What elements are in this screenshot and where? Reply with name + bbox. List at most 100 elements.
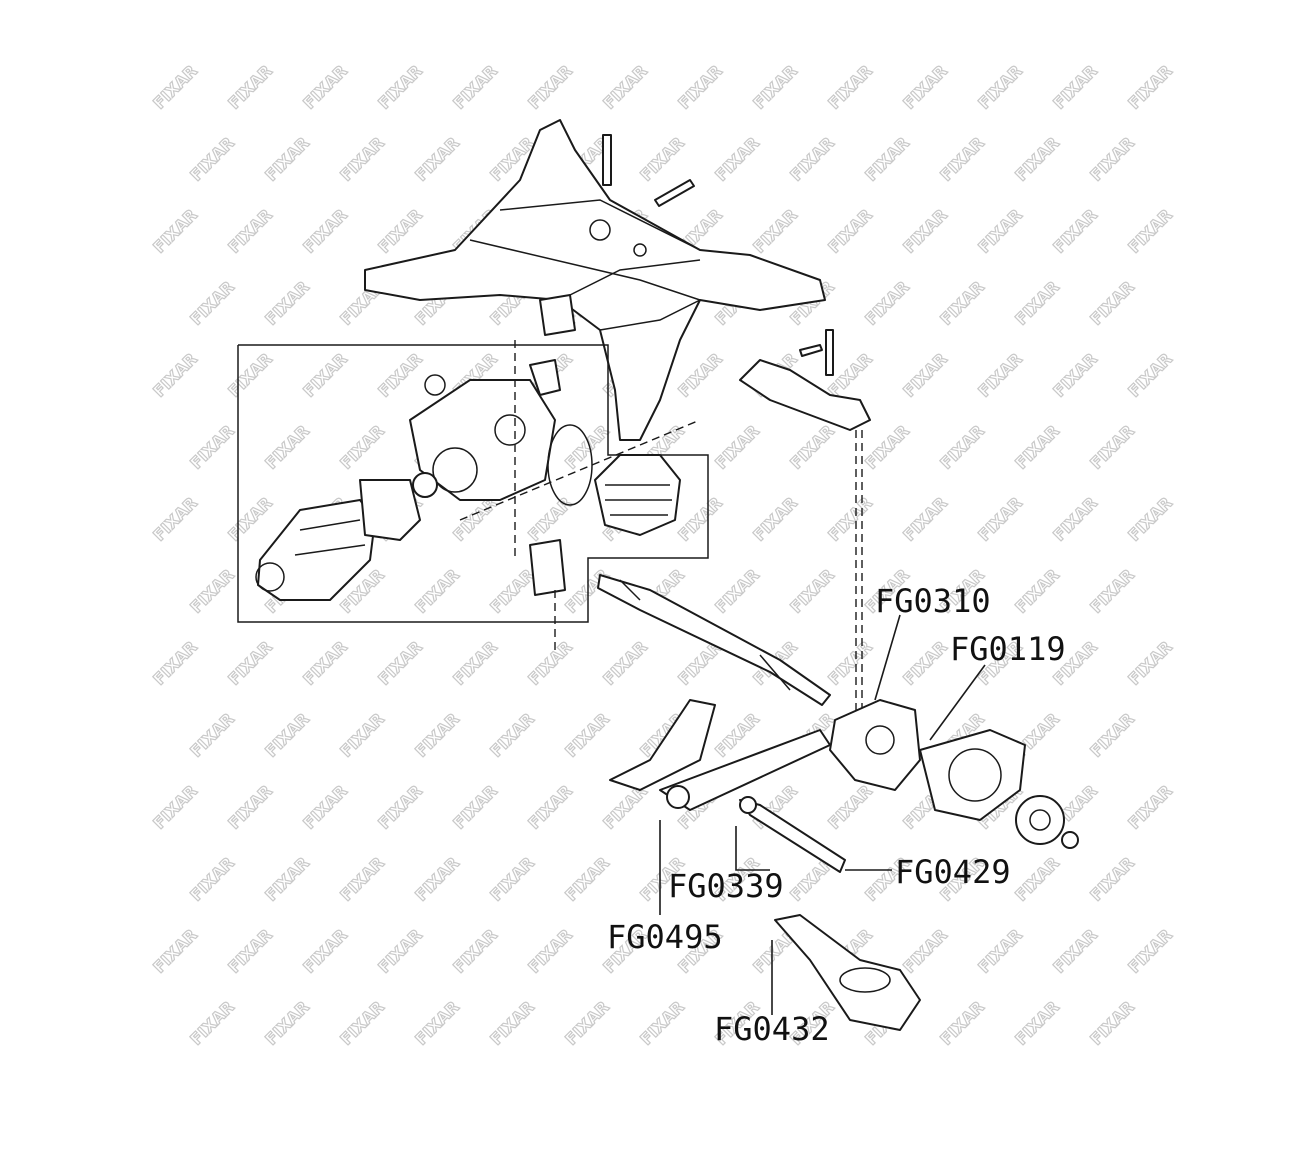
- watermark-text: FIXAR: [486, 997, 538, 1049]
- watermark-text: FIXAR: [561, 709, 613, 761]
- watermark-text: FIXAR: [899, 925, 951, 977]
- watermark-text: FIXAR: [224, 205, 276, 257]
- watermark-text: FIXAR: [486, 565, 538, 617]
- watermark-text: FIXAR: [524, 925, 576, 977]
- watermark-text: FIXAR: [186, 997, 238, 1049]
- watermark-text: FIXAR: [636, 133, 688, 185]
- watermark-text: FIXAR: [224, 349, 276, 401]
- watermark-text: FIXAR: [149, 637, 201, 689]
- watermark-text: FIXAR: [374, 61, 426, 113]
- watermark-text: FIXAR: [299, 637, 351, 689]
- watermark-text: FIXAR: [224, 925, 276, 977]
- watermark-text: FIXAR: [674, 61, 726, 113]
- watermark-text: FIXAR: [1086, 709, 1138, 761]
- watermark-text: FIXAR: [824, 493, 876, 545]
- watermark-text: FIXAR: [1124, 781, 1176, 833]
- label-fg0432: FG0432: [714, 1010, 830, 1048]
- watermark-text: FIXAR: [186, 853, 238, 905]
- watermark-text: FIXAR: [1011, 133, 1063, 185]
- watermark-text: FIXAR: [1124, 925, 1176, 977]
- watermark-text: FIXAR: [261, 421, 313, 473]
- watermark-text: FIXAR: [186, 565, 238, 617]
- watermark-text: FIXAR: [561, 853, 613, 905]
- watermark-text: FIXAR: [1049, 205, 1101, 257]
- watermark-text: FIXAR: [1086, 421, 1138, 473]
- watermark-text: FIXAR: [149, 493, 201, 545]
- watermark-text: FIXAR: [936, 997, 988, 1049]
- label-fg0495: FG0495: [607, 918, 723, 956]
- watermark-text: FIXAR: [711, 133, 763, 185]
- watermark-text: FIXAR: [1124, 637, 1176, 689]
- watermark-text: FIXAR: [299, 349, 351, 401]
- watermark-text: FIXAR: [711, 421, 763, 473]
- watermark-text: FIXAR: [1011, 853, 1063, 905]
- label-fg0429: FG0429: [895, 853, 1011, 891]
- watermark-text: FIXAR: [261, 709, 313, 761]
- watermark-text: FIXAR: [186, 421, 238, 473]
- watermark-text: FIXAR: [749, 61, 801, 113]
- watermark-text: FIXAR: [486, 709, 538, 761]
- watermark-text: FIXAR: [1049, 61, 1101, 113]
- watermark-text: FIXAR: [486, 853, 538, 905]
- watermark-text: FIXAR: [1124, 61, 1176, 113]
- watermark-text: FIXAR: [299, 205, 351, 257]
- watermark-text: FIXAR: [936, 421, 988, 473]
- watermark-text: FIXAR: [1086, 565, 1138, 617]
- watermark-text: FIXAR: [224, 781, 276, 833]
- watermark-text: FIXAR: [674, 493, 726, 545]
- watermark-text: FIXAR: [899, 637, 951, 689]
- watermark-text: FIXAR: [824, 61, 876, 113]
- watermark-text: FIXAR: [336, 133, 388, 185]
- watermark-text: FIXAR: [1124, 205, 1176, 257]
- watermark-text: FIXAR: [936, 277, 988, 329]
- watermark-text: FIXAR: [674, 349, 726, 401]
- watermark-text: FIXAR: [899, 61, 951, 113]
- watermark-text: FIXAR: [186, 277, 238, 329]
- watermark-text: FIXAR: [299, 925, 351, 977]
- watermark-text: FIXAR: [974, 925, 1026, 977]
- watermark-text: FIXAR: [786, 133, 838, 185]
- watermark-text: FIXAR: [749, 205, 801, 257]
- watermark-text: FIXAR: [374, 925, 426, 977]
- watermark-text: FIXAR: [1011, 277, 1063, 329]
- watermark-text: FIXAR: [336, 853, 388, 905]
- watermark-text: FIXAR: [411, 997, 463, 1049]
- differential-assembly: [237, 340, 709, 650]
- watermark-text: FIXAR: [149, 781, 201, 833]
- watermark-text: FIXAR: [224, 61, 276, 113]
- watermark-text: FIXAR: [599, 637, 651, 689]
- watermark-text: FIXAR: [524, 637, 576, 689]
- watermark-text: FIXAR: [899, 205, 951, 257]
- watermark-text: FIXAR: [1086, 997, 1138, 1049]
- watermark-text: FIXAR: [449, 925, 501, 977]
- watermark-text: FIXAR: [749, 493, 801, 545]
- watermark-text: FIXAR: [336, 421, 388, 473]
- upper-control-arm: [739, 359, 871, 710]
- label-fg0310: FG0310: [875, 582, 991, 620]
- watermark-text: FIXAR: [1086, 133, 1138, 185]
- watermark-text: FIXAR: [524, 61, 576, 113]
- watermark-text: FIXAR: [824, 781, 876, 833]
- watermark-text: FIXAR: [224, 637, 276, 689]
- watermark-text: FIXAR: [224, 493, 276, 545]
- watermark-text: FIXAR: [149, 349, 201, 401]
- watermark-text: FIXAR: [974, 493, 1026, 545]
- label-fg0119: FG0119: [950, 630, 1066, 668]
- watermark-text: FIXAR: [411, 709, 463, 761]
- watermark-text: FIXAR: [786, 421, 838, 473]
- lower-arms: [609, 699, 921, 1031]
- watermark-text: FIXAR: [861, 133, 913, 185]
- watermark-text: FIXAR: [824, 637, 876, 689]
- watermark-text: FIXAR: [1011, 421, 1063, 473]
- watermark-text: FIXAR: [149, 925, 201, 977]
- watermark-text: FIXAR: [861, 277, 913, 329]
- watermark-text: FIXAR: [374, 205, 426, 257]
- watermark-text: FIXAR: [974, 61, 1026, 113]
- watermark-text: FIXAR: [936, 133, 988, 185]
- watermark-text: FIXAR: [899, 349, 951, 401]
- watermark-text: FIXAR: [374, 637, 426, 689]
- watermark-text: FIXAR: [636, 997, 688, 1049]
- watermark-text: FIXAR: [186, 709, 238, 761]
- watermark-text: FIXAR: [1049, 349, 1101, 401]
